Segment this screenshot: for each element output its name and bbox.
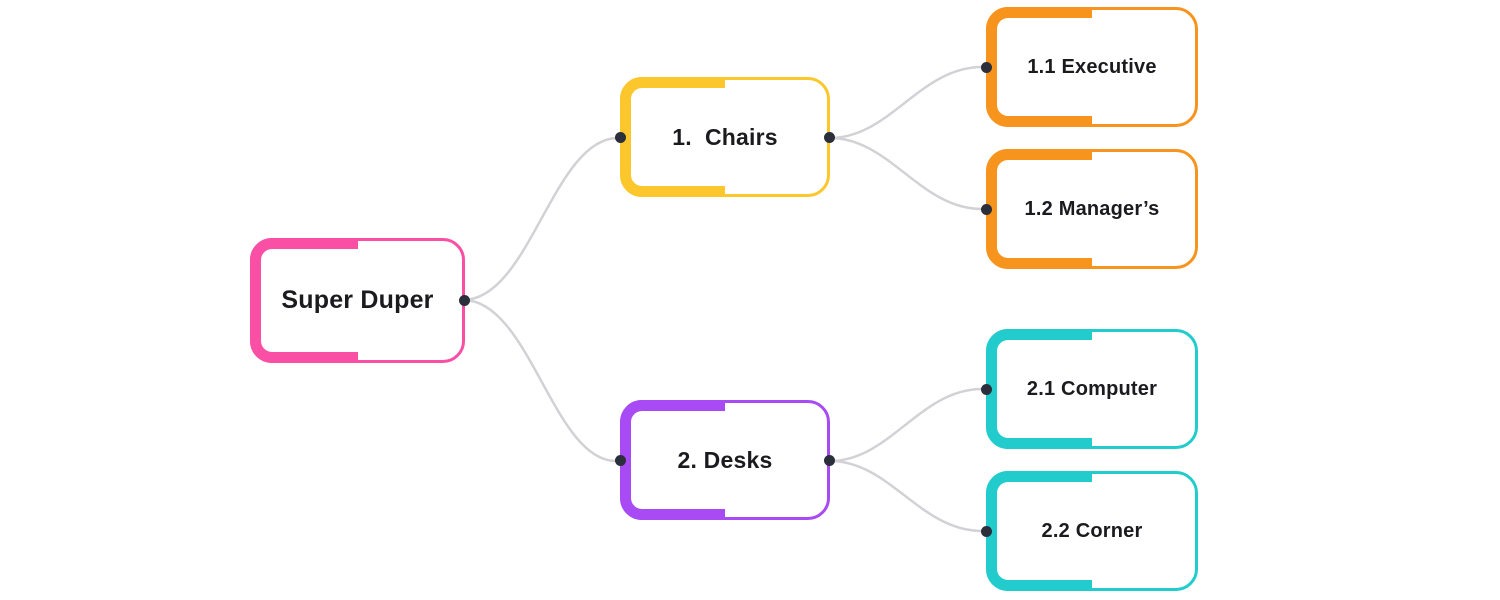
node-corner[interactable]: 2.2 Corner [986,471,1198,591]
connector-dot-left-executive[interactable] [981,61,992,73]
node-outline-desks [620,400,830,520]
connector-dot-right-root[interactable] [459,295,470,306]
node-label-corner: 2.2 Corner [1041,519,1143,542]
connector-dot-left-corner[interactable] [981,525,992,537]
edge-root-chairs [461,136,620,302]
connector-dot-left-desks[interactable] [615,454,626,466]
node-root[interactable]: Super Duper [250,238,465,363]
connector-dot-left-chairs[interactable] [615,131,626,143]
connector-dot-left-computer[interactable] [981,383,992,395]
edge-chairs-executive [828,65,984,140]
node-label-executive: 1.1 Executive [1027,55,1157,78]
edge-root-desks [461,298,618,463]
edge-desks-corner [828,459,984,533]
node-outline-corner [986,471,1198,591]
connector-dot-left-managers[interactable] [981,203,992,215]
node-outline-managers [986,149,1198,269]
connector-dot-right-desks[interactable] [824,454,835,466]
node-outline-chairs [620,77,830,197]
node-label-desks: 2. Desks [677,446,773,473]
node-label-managers: 1.2 Manager’s [1024,197,1160,220]
node-label-computer: 2.1 Computer [1026,377,1158,400]
node-label-root: Super Duper [281,286,434,314]
node-managers[interactable]: 1.2 Manager’s [986,149,1198,269]
node-label-chairs: 1. Chairs [672,123,778,150]
edge-desks-computer [828,387,984,463]
connector-dot-right-chairs[interactable] [824,131,835,143]
edge-chairs-managers [828,136,984,211]
node-chairs[interactable]: 1. Chairs [620,77,830,197]
node-computer[interactable]: 2.1 Computer [986,329,1198,449]
node-desks[interactable]: 2. Desks [620,400,830,520]
node-executive[interactable]: 1.1 Executive [986,7,1198,127]
node-accent-bracket-root [250,238,358,363]
